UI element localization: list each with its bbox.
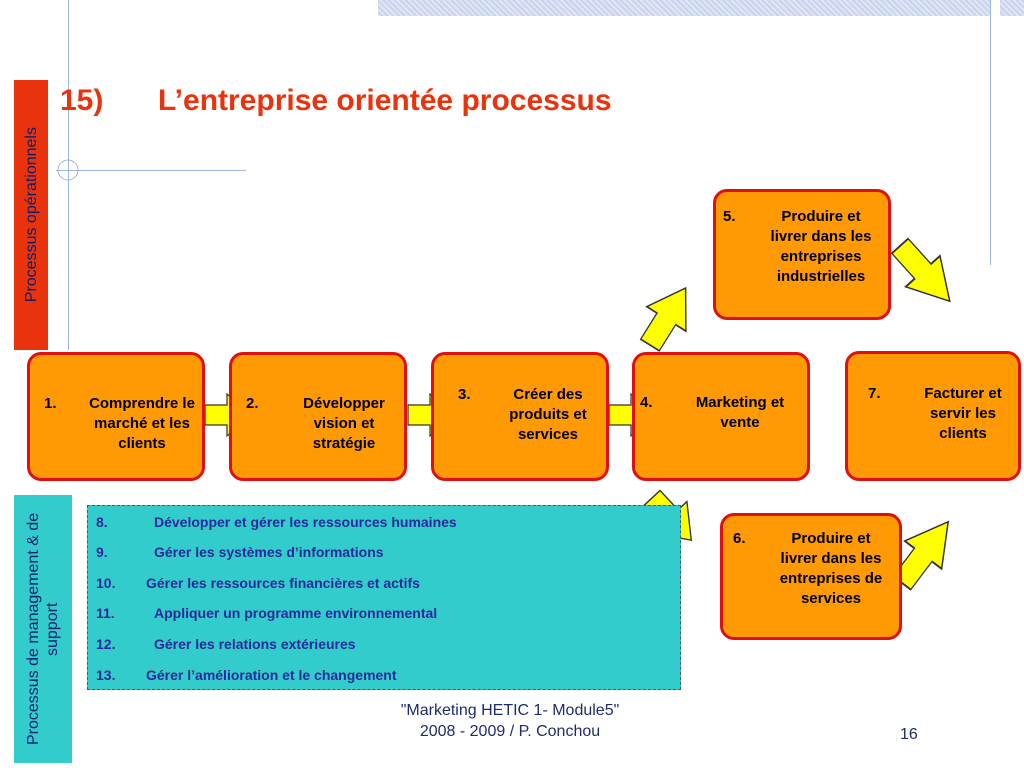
process-label: Facturer et servir les clients: [924, 385, 1002, 442]
list-item: 8. Développer et gérer les ressources hum…: [96, 514, 457, 530]
process-number: 4.: [640, 394, 653, 411]
support-label: Processus de management & de support: [14, 495, 72, 763]
process-box-3: 3. Créer des produits et services: [431, 352, 609, 481]
list-item-number: 10.: [96, 575, 116, 591]
process-number: 3.: [458, 386, 471, 403]
process-label: Comprendre le marché et les clients: [89, 395, 195, 452]
list-item-number: 12.: [96, 636, 116, 652]
list-item-label: Développer et gérer les ressources humai…: [154, 514, 457, 530]
process-label: Produire et livrer dans les entreprises …: [770, 208, 872, 285]
process-number: 1.: [44, 395, 57, 412]
arrow-4-to-5: [629, 274, 706, 359]
list-item-label: Gérer les ressources financières et acti…: [146, 575, 420, 591]
footer: "Marketing HETIC 1- Module5" 2008 - 2009…: [360, 700, 660, 742]
process-box-6: 6. Produire et livrer dans les entrepris…: [720, 513, 902, 640]
top-decorative-band-right: [1000, 0, 1024, 16]
title-number: 15): [60, 84, 104, 117]
page-title: 15) L’entreprise orientée processus: [60, 84, 612, 118]
process-number: 5.: [723, 208, 736, 225]
process-label: Développer vision et stratégie: [303, 395, 385, 452]
decorative-horizontal-rule: [56, 170, 246, 171]
process-box-7: 7. Facturer et servir les clients: [845, 351, 1021, 481]
list-item: 9. Gérer les systèmes d’informations: [96, 544, 384, 560]
footer-line-1: "Marketing HETIC 1- Module5": [400, 702, 620, 719]
process-box-2: 2. Développer vision et stratégie: [229, 352, 407, 481]
top-decorative-band: [378, 0, 990, 16]
list-item-number: 13.: [96, 667, 116, 683]
list-item-number: 9.: [96, 544, 108, 560]
decorative-vertical-rule-right: [990, 0, 991, 265]
list-item-label: Gérer l’amélioration et le changement: [146, 667, 397, 683]
list-item: 13. Gérer l’amélioration et le changement: [96, 667, 397, 683]
list-item-label: Gérer les systèmes d’informations: [154, 544, 384, 560]
process-label: Marketing et vente: [695, 394, 785, 431]
decorative-vertical-rule-left: [68, 0, 69, 350]
decorative-circle: [57, 159, 79, 181]
footer-line-2: 2008 - 2009 / P. Conchou: [419, 723, 601, 740]
process-label: Produire et livrer dans les entreprises …: [779, 530, 883, 607]
list-item-number: 8.: [96, 514, 108, 530]
process-label: Créer des produits et services: [509, 386, 587, 443]
list-item-number: 11.: [96, 605, 115, 621]
list-item-label: Gérer les relations extérieures: [154, 636, 356, 652]
process-box-5: 5. Produire et livrer dans les entrepris…: [713, 189, 891, 320]
process-number: 2.: [246, 395, 259, 412]
process-number: 7.: [868, 385, 881, 402]
support-process-list: 8. Développer et gérer les ressources hum…: [87, 505, 681, 690]
process-number: 6.: [733, 530, 746, 547]
page-number: 16: [900, 726, 918, 743]
process-box-4: 4. Marketing et vente: [632, 352, 810, 481]
list-item: 12. Gérer les relations extérieures: [96, 636, 356, 652]
operational-label: Processus opérationnels: [14, 80, 48, 350]
list-item-label: Appliquer un programme environnemental: [154, 605, 438, 621]
arrow-5-to-7: [882, 229, 968, 318]
list-item: 11. Appliquer un programme environnementa…: [96, 605, 437, 621]
process-box-1: 1. Comprendre le marché et les clients: [27, 352, 205, 481]
list-item: 10. Gérer les ressources financières et a…: [96, 575, 420, 591]
title-text: L’entreprise orientée processus: [158, 84, 612, 117]
